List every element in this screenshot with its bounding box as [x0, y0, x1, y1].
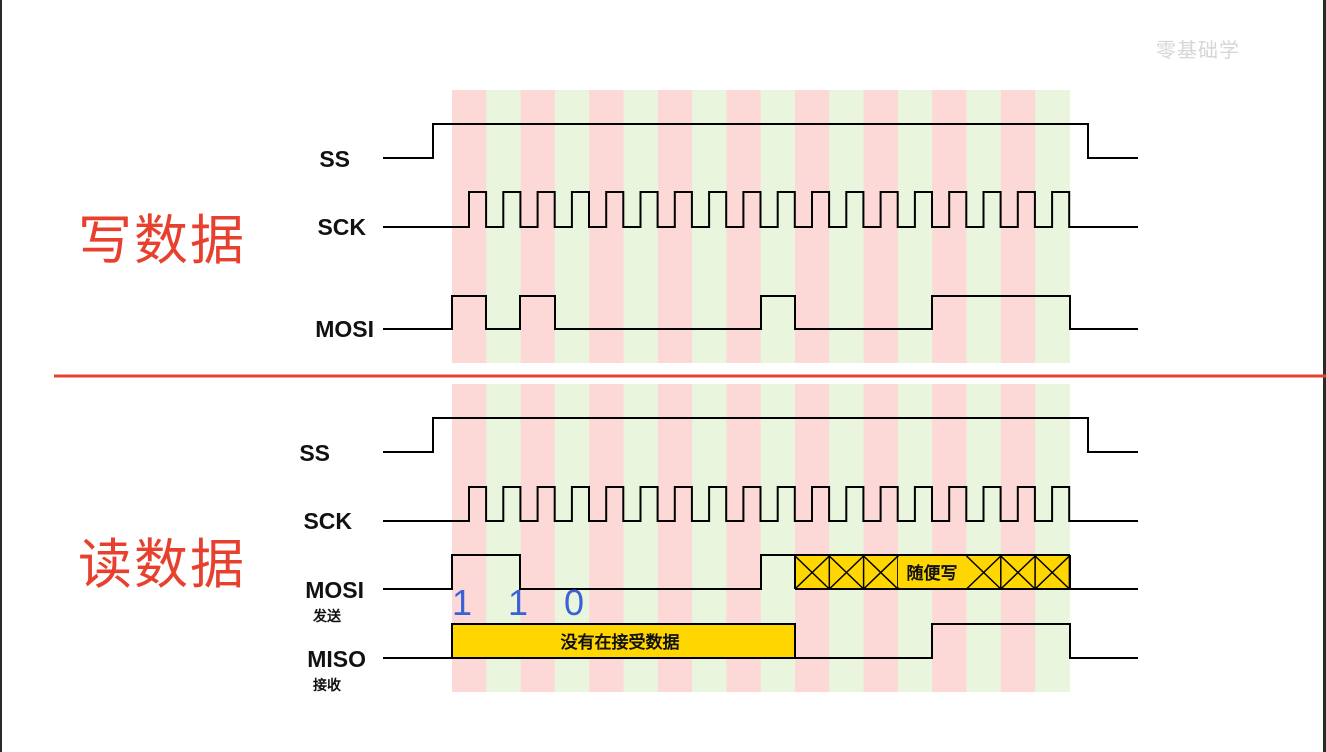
mosi-box-label: 随便写 [907, 563, 958, 584]
read-miso-sublabel: 接收 [313, 678, 341, 694]
clock-band-green [966, 384, 1002, 692]
clock-band-red [795, 384, 830, 692]
left-frame-border [0, 0, 2, 752]
read-mosi-label: MOSI [305, 577, 364, 603]
read-section-title: 读数据 [78, 533, 246, 596]
dont-care-x-stroke [965, 555, 1002, 590]
dont-care-x-stroke [1034, 555, 1070, 590]
dont-care-x-stroke [1000, 555, 1036, 590]
write-ss-waveform [383, 123, 1138, 159]
clock-band-green [829, 384, 865, 692]
mosi-bits-annotation: 1 1 0 [452, 582, 598, 623]
clock-band-red [1000, 384, 1036, 692]
clock-band-red [863, 384, 899, 692]
read-sck-label: SCK [303, 508, 352, 534]
read-ss-label: SS [299, 440, 330, 466]
clock-band-green [1035, 384, 1070, 692]
read-sck-waveform [383, 486, 1138, 522]
mosi-box-label-bg [898, 557, 966, 587]
write-section-title: 写数据 [78, 209, 246, 272]
clock-band-green [897, 384, 933, 692]
dont-care-x-stroke [828, 555, 865, 590]
write-sck-label: SCK [317, 214, 366, 240]
dont-care-x-stroke [794, 555, 830, 590]
read-mosi-sublabel: 发送 [313, 609, 341, 625]
read-miso-label: MISO [307, 646, 366, 672]
dont-care-x-stroke [863, 555, 899, 590]
read-ss-waveform [383, 417, 1138, 453]
write-mosi-waveform [383, 295, 1138, 330]
write-mosi-label: MOSI [315, 316, 374, 342]
clock-band-red [932, 384, 967, 692]
write-sck-waveform [383, 191, 1138, 228]
write-ss-label: SS [319, 146, 350, 172]
read-miso-waveform [383, 623, 1138, 659]
miso-idle-box [451, 623, 796, 659]
watermark: 零基础学 [1156, 38, 1240, 62]
miso-box-label: 没有在接受数据 [561, 632, 680, 653]
